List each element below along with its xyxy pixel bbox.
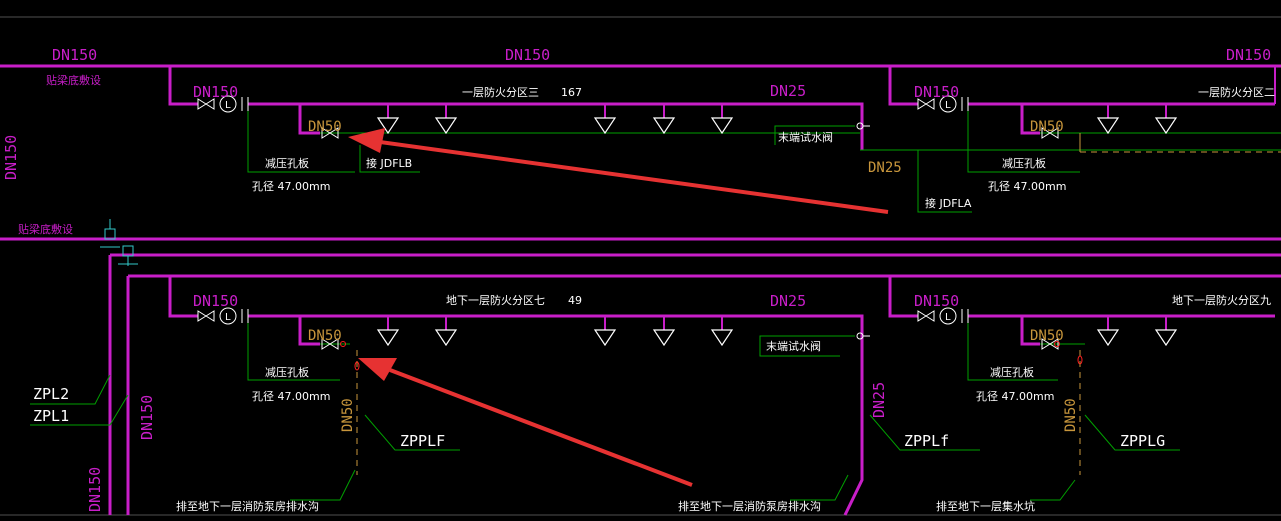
sprinkler-head [710, 105, 734, 135]
flow-switch-letter: L [225, 100, 231, 111]
label-zpl2: ZPL2 [33, 385, 69, 403]
beam-labels: 贴梁底敷设 贴梁底敷设 [18, 73, 101, 236]
sprinkler-head [376, 317, 400, 347]
sprinkler-head [710, 317, 734, 347]
label-lb-left-pipe: DN25 [770, 292, 806, 310]
label-lb-left-riser: DN150 [193, 292, 238, 310]
gate-valve-symbol [197, 310, 215, 322]
label-lb-right-drain: 排至地下一层集水坑 [936, 499, 1035, 513]
small-valve-symbol [321, 127, 339, 139]
label-lb-right-riser: DN150 [914, 292, 959, 310]
small-valve-symbol [321, 338, 339, 350]
label-zpl1: ZPL1 [33, 407, 69, 425]
annotation-arrows [348, 128, 889, 487]
label-lb-left-drain1: 排至地下一层消防泵房排水沟 [176, 499, 319, 513]
label-ub-left-connect2: 接 JDFLA [925, 197, 972, 210]
label-riser-bottom: DN150 [86, 467, 104, 512]
label-lb-right-orifice-dia: 孔径 47.00mm [976, 390, 1054, 403]
label-zpplf-left: ZPPLF [400, 432, 445, 450]
sprinkler-heads [376, 105, 1178, 347]
gate-valve-symbol [197, 98, 215, 110]
tag-labels: ZPL2 ZPL1 ZPPLF ZPPLf ZPPLG [33, 385, 1165, 450]
sprinkler-head [593, 317, 617, 347]
flow-switch-letter: L [945, 100, 951, 111]
gate-valve-symbol [917, 98, 935, 110]
flow-switch-symbol [939, 95, 957, 113]
annotation-labels: 一层防火分区三 167 一层防火分区二 地下一层防火分区七 49 地下一层防火分… [176, 85, 1275, 513]
flow-switch-letter: L [945, 312, 951, 323]
gate-valve-symbol [917, 310, 935, 322]
label-main-top-left: DN150 [52, 46, 97, 64]
label-lb-right-drop: DN50 [1063, 398, 1079, 432]
label-lb-left-orifice: 减压孔板 [265, 365, 309, 379]
label-ub-right-riser: DN150 [914, 83, 959, 101]
sprinkler-head [1096, 317, 1120, 347]
sprinkler-head [652, 317, 676, 347]
sprinkler-head [1154, 317, 1178, 347]
label-ub-left-orifice-dia: 孔径 47.00mm [252, 180, 330, 193]
label-lb-left-drop2: DN25 [870, 382, 888, 418]
label-lb-left-zone: 地下一层防火分区七 [446, 293, 545, 307]
sprinkler-head [593, 105, 617, 135]
sprinkler-head [376, 105, 400, 135]
label-ub-left-orifice: 减压孔板 [265, 156, 309, 170]
label-lb-right-zone: 地下一层防火分区九 [1172, 293, 1271, 307]
label-ub-left-count: 167 [561, 86, 582, 99]
label-ub-right-orifice-dia: 孔径 47.00mm [988, 180, 1066, 193]
label-lb-left-test-valve: 末端试水阀 [766, 339, 821, 353]
label-lb-left-drop: DN50 [340, 398, 356, 432]
label-main-top-right: DN150 [1226, 46, 1271, 64]
riser-cyan-symbols [100, 219, 138, 266]
orange-labels: DN50 DN50 DN50 DN50 DN25 DN50 DN50 [308, 119, 1079, 432]
sprinkler-head [1154, 105, 1178, 135]
red-symbols [340, 341, 1083, 371]
label-ub-left-riser: DN150 [193, 83, 238, 101]
flow-switch-symbol [219, 307, 237, 325]
pipe-size-labels: DN150 DN150 DN150 DN150 DN25 DN150 DN150… [2, 46, 1271, 512]
flow-switch-letter: L [225, 312, 231, 323]
thin-lines [30, 108, 1281, 501]
label-ub-left-pipe: DN25 [770, 82, 806, 100]
label-ub-left-connect: 接 JDFLB [366, 157, 412, 170]
label-lb-right-small: DN50 [1030, 328, 1064, 344]
sprinkler-head [652, 105, 676, 135]
label-ub-right-small: DN50 [1030, 119, 1064, 135]
main-pipes [0, 64, 1281, 516]
label-beam-mid: 贴梁底敷设 [18, 222, 73, 236]
label-left-vertical: DN150 [2, 135, 20, 180]
label-beam-top: 贴梁底敷设 [46, 73, 101, 87]
small-valve-symbol [1041, 127, 1059, 139]
label-main-top-mid: DN150 [505, 46, 550, 64]
label-ub-left-small: DN50 [308, 119, 342, 135]
label-riser-vertical: DN150 [138, 395, 156, 440]
valves: L L L L [197, 95, 1059, 350]
sprinkler-head [1096, 105, 1120, 135]
label-ub-left-zone: 一层防火分区三 [462, 85, 539, 99]
label-ub-right-orifice: 减压孔板 [1002, 156, 1046, 170]
label-lb-left-drain2: 排至地下一层消防泵房排水沟 [678, 499, 821, 513]
small-valve-symbol [1041, 338, 1059, 350]
label-zpplg: ZPPLG [1120, 432, 1165, 450]
label-ub-left-drop: DN25 [868, 160, 902, 176]
label-lb-right-orifice: 减压孔板 [990, 365, 1034, 379]
label-lb-left-small: DN50 [308, 328, 342, 344]
dashed-lines [356, 151, 1281, 475]
label-ub-right-zone: 一层防火分区二 [1198, 85, 1275, 99]
sprinkler-head [434, 317, 458, 347]
label-ub-left-test-valve: 末端试水阀 [778, 130, 833, 144]
label-lb-left-count: 49 [568, 294, 582, 307]
label-lb-left-orifice-dia: 孔径 47.00mm [252, 390, 330, 403]
flow-switch-symbol [219, 95, 237, 113]
flow-switch-symbol [939, 307, 957, 325]
label-zpplf-mid: ZPPLf [904, 432, 949, 450]
sprinkler-head [434, 105, 458, 135]
